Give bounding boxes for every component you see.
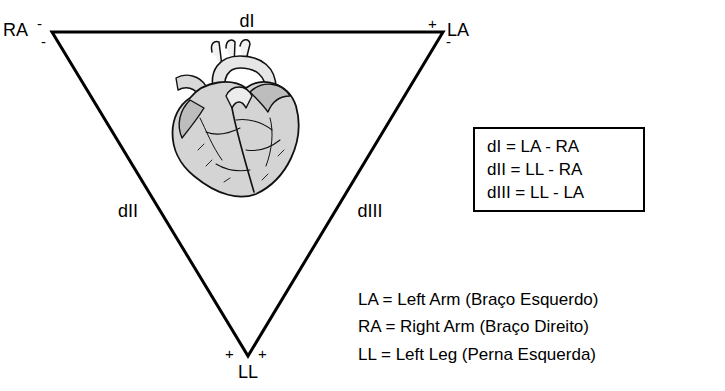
formula-box: dI = LA - RAdII = LL - RAdIII = LL - LA <box>473 127 645 212</box>
lead-formula: dIII = LL - LA <box>487 181 631 204</box>
key-note: LL = Left Leg (Perna Esquerda) <box>358 345 596 365</box>
lead-formula: dI = LA - RA <box>487 135 631 158</box>
lead-label: dI <box>239 11 254 31</box>
electrode-label: RA <box>3 20 28 40</box>
polarity-sign: + <box>225 346 234 362</box>
lead-label: dII <box>118 201 138 221</box>
lead-formula: dII = LL - RA <box>487 158 631 181</box>
electrode-label: LL <box>238 362 258 382</box>
polarity-sign: + <box>258 346 267 362</box>
heart-illustration <box>173 40 299 197</box>
polarity-sign: - <box>446 34 451 50</box>
key-note: RA = Right Arm (Braço Direito) <box>358 317 589 337</box>
polarity-sign: + <box>428 16 437 32</box>
polarity-sign: - <box>41 34 46 50</box>
polarity-sign: - <box>37 16 42 32</box>
key-note: LA = Left Arm (Braço Esquerdo) <box>358 290 598 310</box>
lead-label: dIII <box>357 201 382 221</box>
